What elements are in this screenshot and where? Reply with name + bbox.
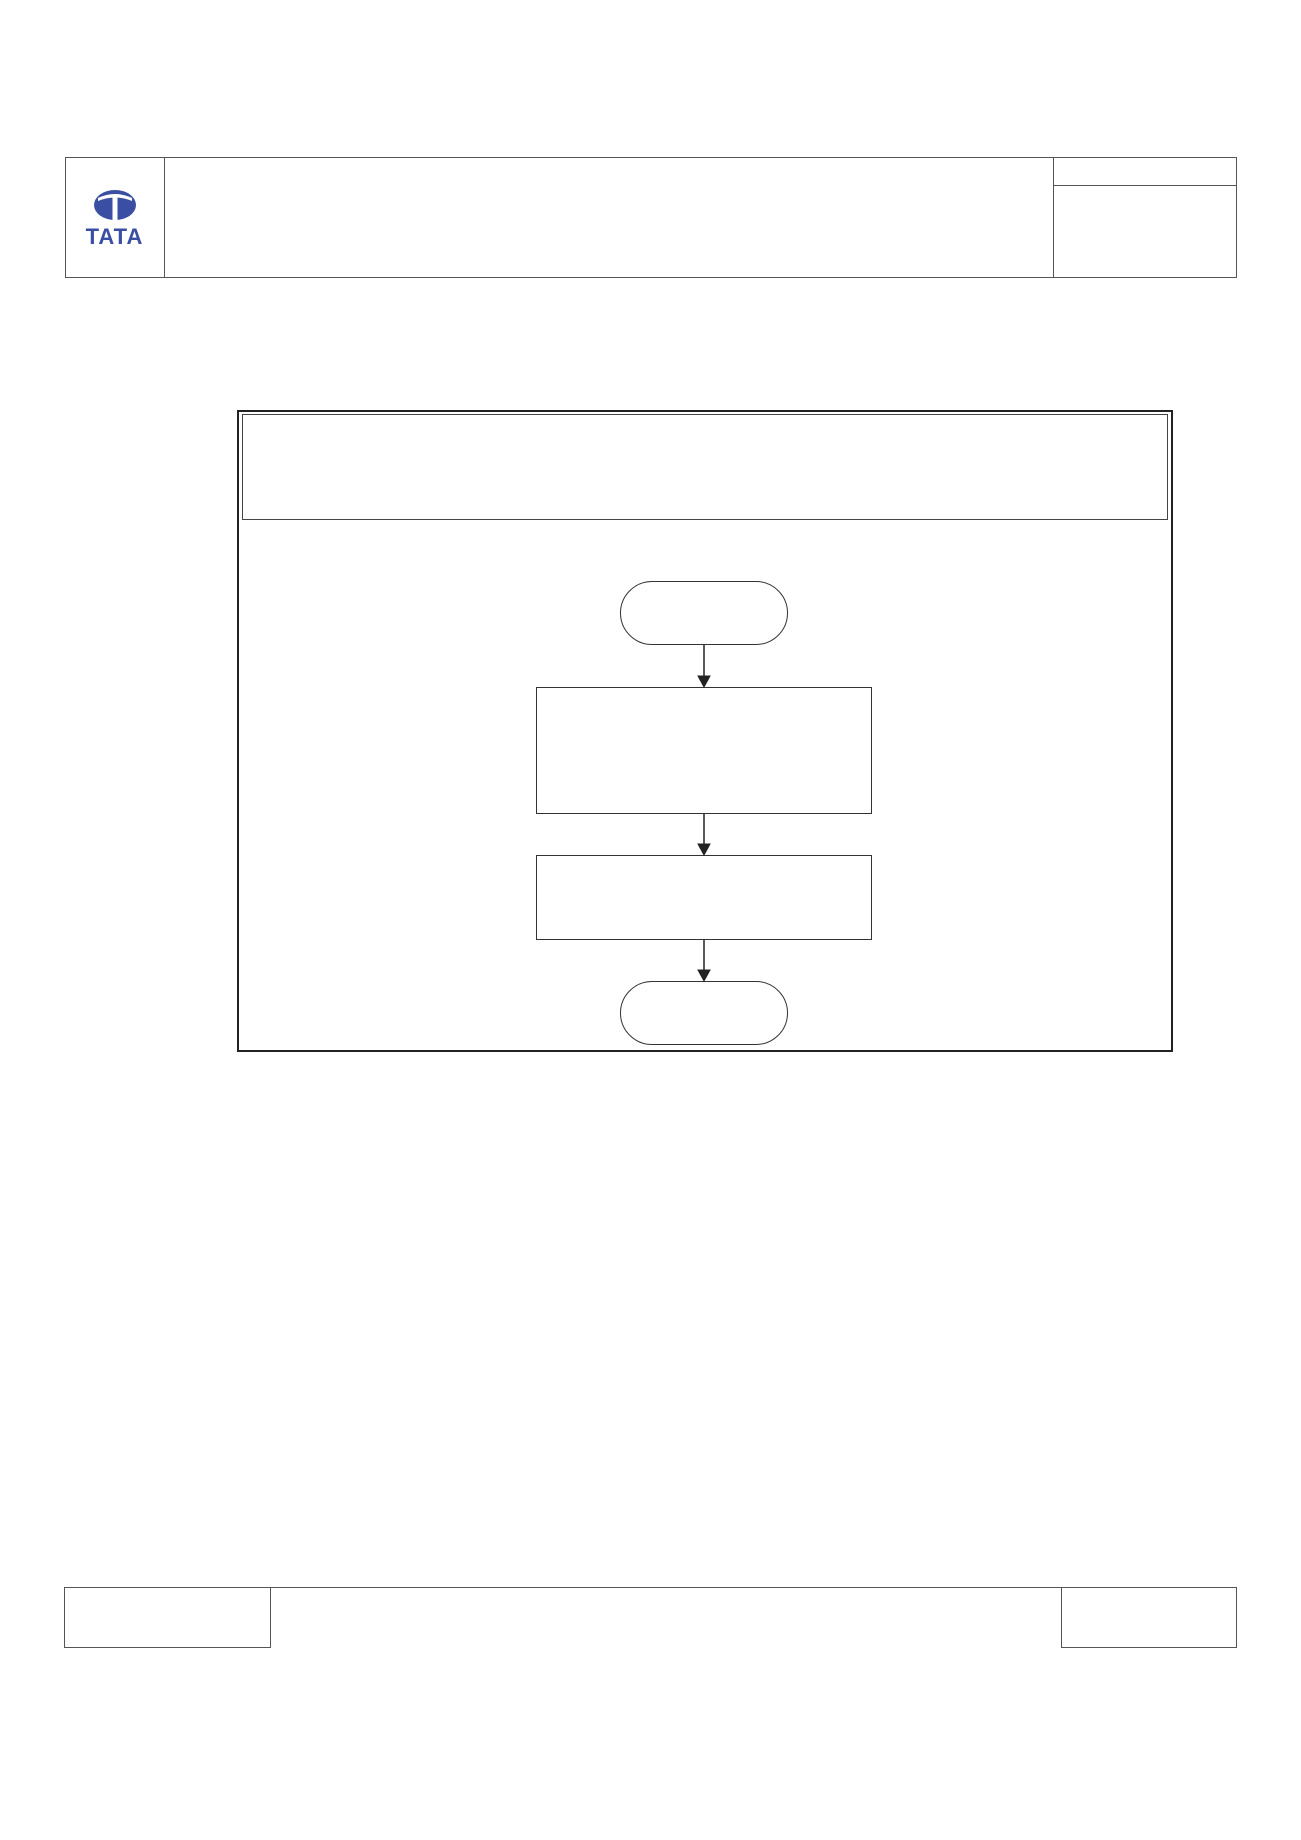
- header-ref-divider: [1053, 185, 1237, 186]
- footer-right-cell: [1061, 1587, 1237, 1648]
- footer-center-text: [271, 1588, 1061, 1648]
- flow-start: [620, 581, 788, 645]
- header-ref-cell: [1053, 157, 1237, 278]
- logo-wordmark: TATA: [85, 223, 144, 249]
- header-ref-bottom: [1053, 186, 1237, 278]
- flowchart-frame: [237, 410, 1173, 1052]
- logo-cell: TATA: [65, 157, 165, 278]
- header-table: [65, 157, 1237, 278]
- header-ref-top: [1053, 157, 1237, 185]
- flow-step-1: [536, 687, 872, 814]
- footer-left-cell: [64, 1587, 271, 1648]
- flow-end: [620, 981, 788, 1045]
- flowchart-title-box: [242, 414, 1168, 520]
- flow-step-2: [536, 855, 872, 940]
- header-title: [165, 157, 1053, 278]
- tata-logo-icon: [93, 189, 136, 221]
- footer-rule: [271, 1587, 1061, 1588]
